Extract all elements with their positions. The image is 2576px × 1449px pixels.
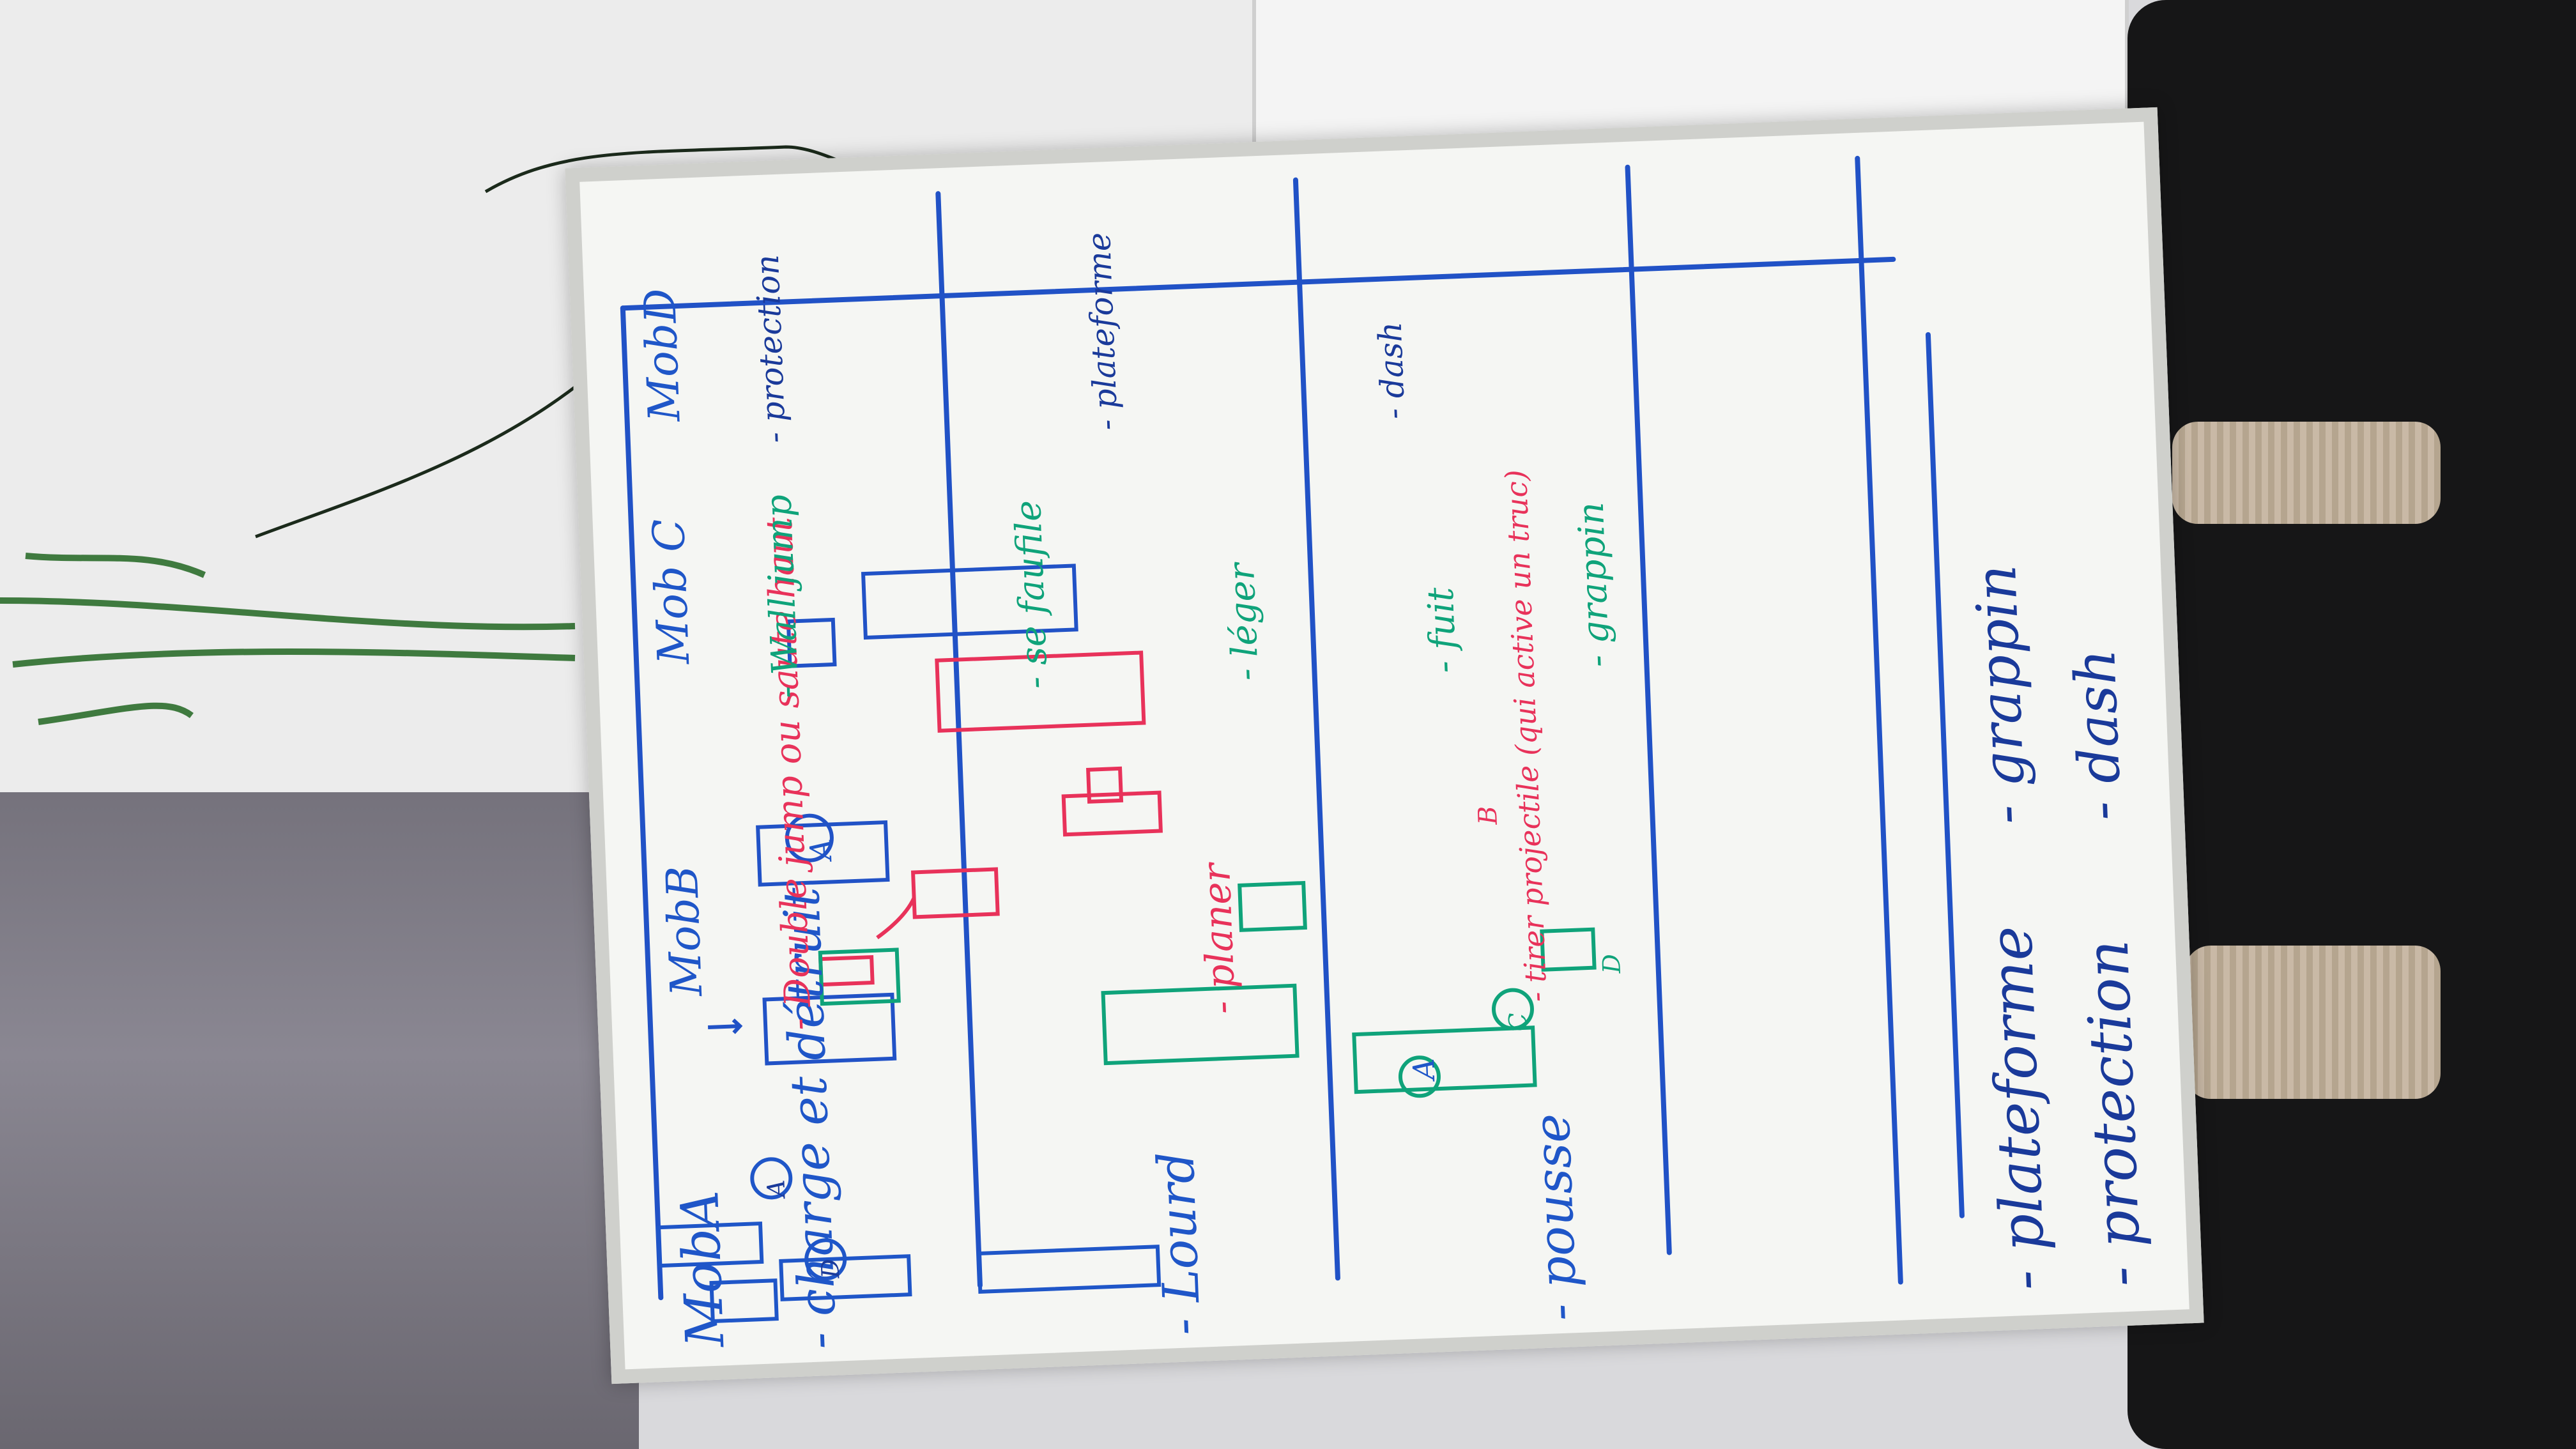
diagram-letter: B — [1473, 805, 1503, 825]
mob-c-heading: Mob C — [643, 518, 700, 666]
mob-c-item-2: - se faufile — [1007, 499, 1057, 690]
mob-a-item-3: - pousse — [1523, 1112, 1589, 1322]
mob-c-item-5: - grappin — [1570, 501, 1618, 668]
mob-d-heading: MobD — [634, 287, 691, 423]
mob-d-item-1: - protection — [748, 254, 793, 444]
summary-right-1: - grappin — [1962, 564, 2039, 825]
mob-a-item-2: - Lourd — [1147, 1150, 1213, 1337]
mob-c-item-3: - léger — [1220, 562, 1267, 682]
diagram-letter: A — [762, 1179, 791, 1198]
summary-right-2: - dash — [2062, 647, 2135, 822]
mob-c-item-4: - fuit — [1420, 586, 1465, 674]
chair-mesh — [2185, 946, 2441, 1099]
diagram-letter: A — [802, 838, 839, 861]
curtain — [0, 792, 639, 1449]
diagram-letter: D — [816, 1258, 845, 1279]
mob-b-heading: MobB — [657, 864, 713, 997]
board-grid-lines — [620, 155, 1965, 1324]
diagram-letter: A — [1406, 1057, 1442, 1081]
diagram-letter: D — [1597, 953, 1626, 974]
office-chair — [2128, 0, 2576, 1449]
mob-a-heading: MobA — [669, 1189, 737, 1349]
mob-d-item-2: - plateforme — [1080, 231, 1125, 431]
whiteboard: MobA MobB Mob C MobD - charge et détruit… — [565, 107, 2204, 1384]
summary-left-2: - protection — [2073, 939, 2155, 1288]
summary-left-1: - plateforme — [1976, 924, 2059, 1292]
chair-mesh — [2172, 422, 2441, 524]
diagram-letter: C — [1503, 1012, 1533, 1032]
mob-c-item-1: - Wall jump — [758, 494, 808, 700]
mob-d-item-3: - dash — [1371, 321, 1413, 420]
mob-b-item-2: - planer — [1193, 862, 1245, 1015]
